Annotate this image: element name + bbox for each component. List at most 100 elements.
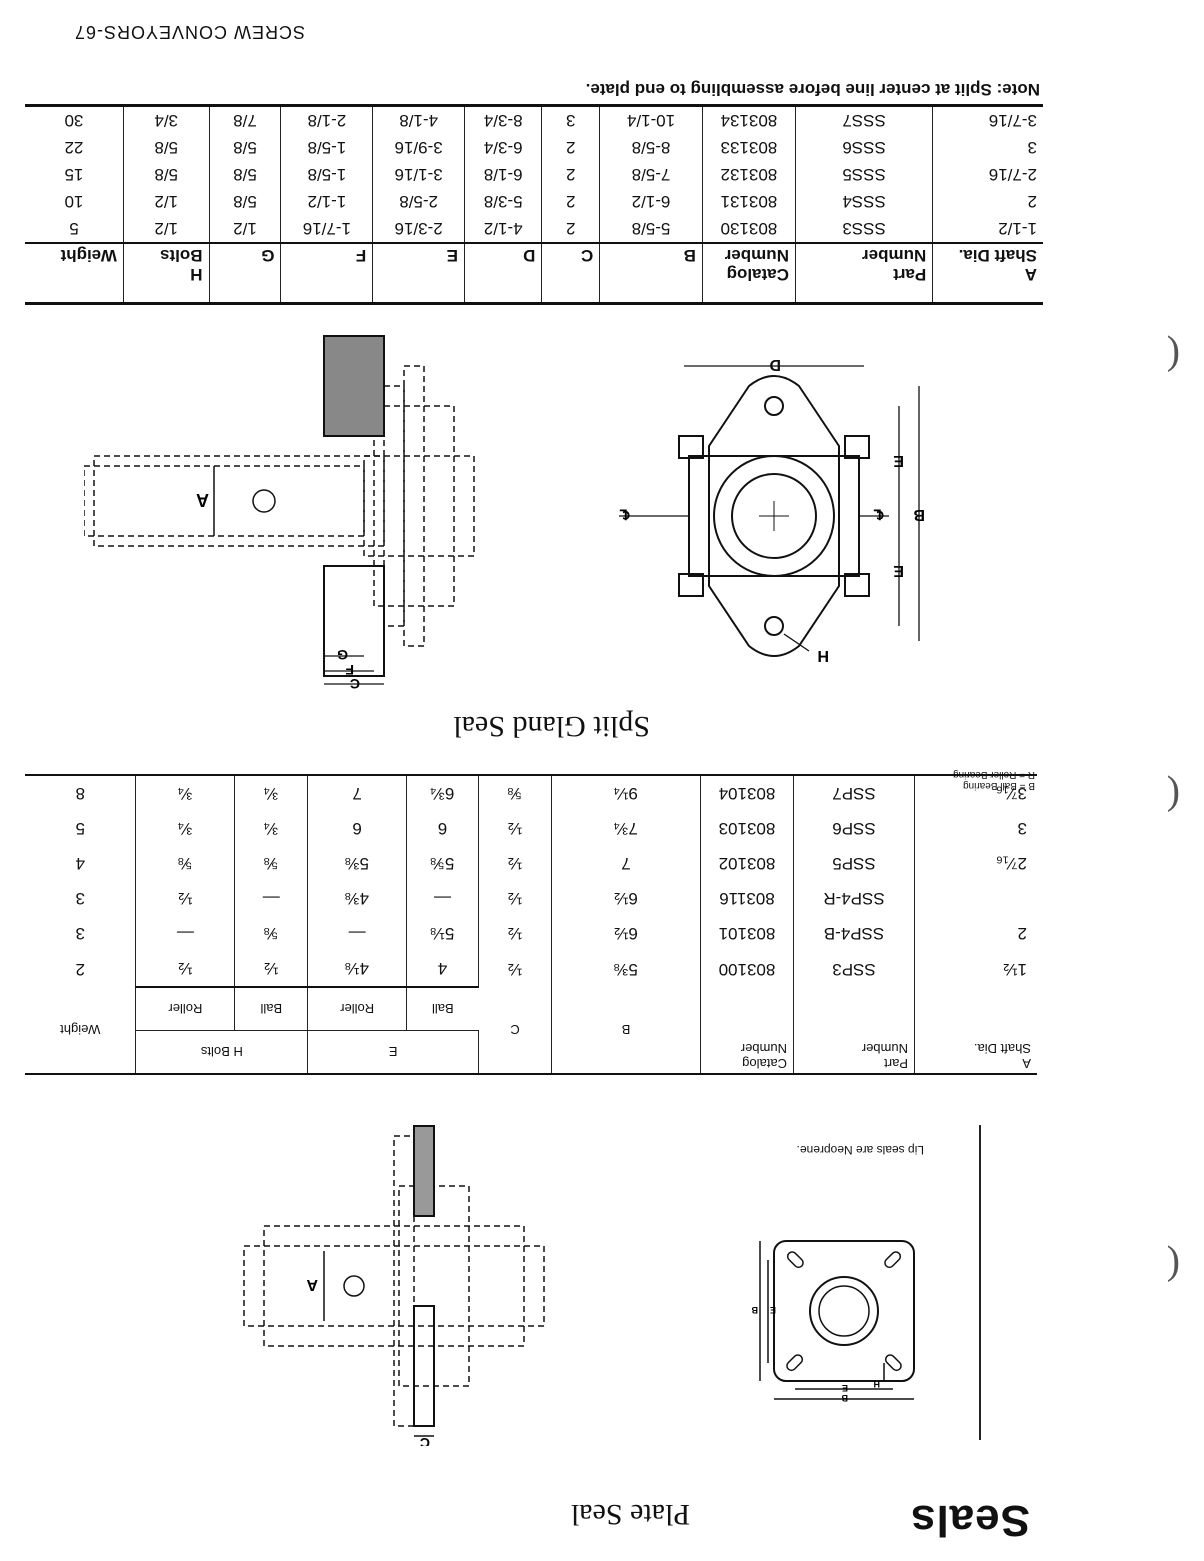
col-catalog: Catalog (742, 1056, 787, 1071)
header-line (288, 265, 367, 284)
header-line: H (190, 265, 203, 284)
table-cell: 2 (541, 134, 600, 161)
table-cell: ⅝ (478, 775, 552, 811)
table-cell: 803100 (700, 951, 794, 987)
table-cell: 9¼ (551, 775, 701, 811)
col-part-sub: Number (861, 1041, 908, 1056)
table-cell: 803132 (702, 161, 796, 188)
header-line: B (683, 246, 696, 265)
table-cell: 2 (25, 951, 136, 987)
dim-b-label: B (841, 1393, 848, 1403)
plate-seal-side-drawing: A C (243, 1125, 545, 1446)
table-cell: ½ (478, 846, 552, 881)
header-line: Part (893, 265, 927, 284)
table-cell: 5-5/8 (599, 215, 703, 243)
table-cell: 15 (25, 161, 124, 188)
table-cell: 2⁷⁄₁₆ (995, 854, 1027, 874)
table-cell: 2-5/8 (372, 188, 465, 215)
table-cell: 2-1/8 (281, 105, 373, 134)
table-cell: 4-1/2 (464, 215, 542, 243)
table-cell: 803102 (700, 846, 794, 881)
table-cell: 7/8 (209, 105, 281, 134)
header-line (216, 265, 275, 284)
table-cell: ¾ (135, 811, 235, 846)
table-cell: 3 (1027, 138, 1037, 158)
header-line: A (1024, 265, 1037, 284)
table-cell: 3-9/16 (372, 134, 465, 161)
table-cell: 6-3/4 (464, 134, 542, 161)
table-cell: SSP4-R (793, 881, 915, 916)
header-line (606, 265, 696, 284)
table-cell: 803131 (702, 188, 796, 215)
dim-f-label: F (345, 662, 354, 678)
table-cell: 4⅛ (307, 951, 407, 987)
header-line: Catalog (726, 265, 789, 284)
plate-seal-front-drawing: B E B E H (751, 1240, 915, 1403)
column-header: Weight (25, 243, 124, 304)
table-cell: 803104 (700, 775, 794, 811)
table-cell: 1/2 (209, 215, 281, 243)
dim-e-label: E (893, 562, 904, 579)
table-cell: ¾ (135, 775, 235, 811)
dim-c-label: C (420, 1435, 430, 1446)
table-cell: 10-1/4 (599, 105, 703, 134)
table-cell: 8-3/4 (464, 105, 542, 134)
table-cell: ¾ (234, 811, 308, 846)
col-e-roller: Roller (307, 987, 407, 1031)
table-cell: — (406, 881, 479, 916)
table-cell: SSP7 (793, 775, 915, 811)
table-cell: 6¾ (406, 775, 479, 811)
table-cell: 2 (541, 161, 600, 188)
table-cell: — (307, 916, 407, 951)
table-cell: 803130 (702, 215, 796, 243)
table-cell: — (234, 881, 308, 916)
column-header: D (464, 243, 542, 304)
table-cell: SSP6 (793, 811, 915, 846)
table-cell: ½ (478, 916, 552, 951)
table-cell: SSP5 (793, 846, 915, 881)
dim-e-label: E (842, 1383, 848, 1393)
header-line (471, 265, 535, 284)
table-cell: 4-1/8 (372, 105, 465, 134)
dim-e-label: E (770, 1305, 776, 1315)
table-cell: 3 (25, 881, 136, 916)
table-cell: 5/8 (123, 161, 210, 188)
table-cell: 3 (1017, 819, 1027, 839)
table-cell: 5-3/8 (464, 188, 542, 215)
table-cell: 6 (406, 811, 479, 846)
table-cell: 3 (25, 916, 136, 951)
table-cell: — (135, 916, 235, 951)
table-cell: 803101 (700, 916, 794, 951)
col-a: A (1022, 1056, 1031, 1071)
table-cell: 7 (307, 775, 407, 811)
column-header: C (541, 243, 600, 304)
dim-g-label: G (337, 647, 348, 663)
centerline-symbol: ℄ (619, 507, 630, 523)
col-h-roller: Roller (135, 987, 235, 1031)
hole-h-label: H (874, 1379, 881, 1389)
dim-e-label: E (893, 452, 904, 469)
header-line (31, 265, 117, 284)
table-cell: 1/2 (123, 215, 210, 243)
table-cell (915, 881, 1038, 916)
margin-mark: ( (1166, 1245, 1180, 1290)
dim-b-label: B (913, 506, 925, 523)
table-cell: ½ (234, 951, 308, 987)
column-header: E (372, 243, 465, 304)
table-cell: 30 (25, 105, 124, 134)
table-cell: 1-1/2 (281, 188, 373, 215)
column-header: F (281, 243, 373, 304)
table-cell: 6½ (551, 881, 701, 916)
table-cell: 4 (406, 951, 479, 987)
table-cell: 1-5/8 (281, 134, 373, 161)
dim-a-label: A (306, 1276, 318, 1293)
